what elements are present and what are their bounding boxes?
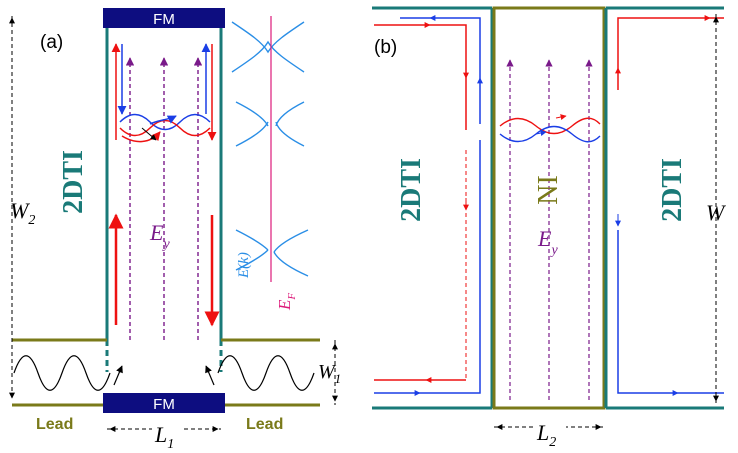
ti-b-left-label: 2DTI	[396, 158, 427, 222]
band-structure-3	[235, 229, 309, 277]
ey-label-b: Ey	[537, 226, 558, 258]
lead-right-wave-arrow	[205, 365, 215, 386]
band-1-upper	[231, 40, 305, 73]
coupling-arrow-a-black	[141, 127, 157, 141]
coupling-arrow-a-red	[121, 131, 161, 143]
ef-label: EF	[275, 293, 298, 311]
coupling-arrow-b-blue	[535, 130, 547, 137]
band-3-right-upper	[273, 229, 309, 253]
edge-b-left-blue-loop	[374, 17, 481, 394]
w-label: W	[706, 200, 726, 225]
band-2-left-upper	[235, 101, 269, 127]
lead-left-label: Lead	[36, 416, 73, 433]
edge-b-left-gap	[472, 124, 486, 140]
lead-right-label: Lead	[246, 416, 283, 433]
band-1-lower	[231, 21, 305, 54]
panel-a-label: (a)	[40, 32, 63, 53]
coupling-wave-a-blue	[119, 113, 211, 131]
fm-bottom-contact	[103, 393, 225, 413]
fm-top-contact	[103, 8, 225, 28]
coupling-wave-b-blue	[499, 125, 601, 143]
ti-b-right-label: 2DTI	[657, 158, 688, 222]
coupling-wave-a-red	[119, 119, 211, 137]
band-2-right-upper	[275, 101, 305, 127]
l1-label-bg	[152, 418, 182, 448]
coupling-arrow-b-red	[555, 114, 567, 121]
ti-material-label: 2DTI	[58, 150, 89, 214]
ni-label: NI	[533, 175, 564, 205]
ni-region	[492, 6, 606, 410]
fm-top-label: FM	[153, 11, 175, 28]
fm-bottom-label: FM	[153, 396, 175, 413]
band-structure-2	[235, 101, 305, 147]
panel-b-label: (b)	[374, 37, 397, 58]
lead-right-wave	[217, 355, 315, 391]
band-3-left-lower	[235, 249, 269, 271]
w2-label: W2	[10, 198, 35, 228]
panel-a: (a) FM FM Lead Lead 2DTI W2	[9, 8, 341, 452]
band-3-left-upper	[235, 229, 269, 251]
band-3-right-lower	[273, 251, 309, 277]
lead-left-wave	[13, 355, 111, 391]
coupling-arrow-a-blue	[149, 115, 177, 125]
w1-label: W1	[318, 361, 341, 386]
l2-label-bg	[534, 416, 566, 446]
panel-b: (b)	[372, 6, 726, 450]
l1-label: L1	[154, 422, 174, 452]
ek-label: E(k)	[236, 252, 252, 279]
band-2-left-lower	[235, 121, 269, 147]
edge-b-left-red-top	[374, 24, 467, 130]
edge-b-right-blue	[617, 230, 724, 394]
edge-b-right-red	[617, 17, 724, 90]
coupling-wave-b-red	[499, 117, 601, 135]
band-structure-1	[231, 21, 305, 73]
band-2-right-lower	[275, 121, 305, 147]
ey-label-a: Ey	[149, 220, 170, 252]
l2-label: L2	[536, 420, 556, 450]
lead-left-wave-arrow	[113, 365, 123, 386]
